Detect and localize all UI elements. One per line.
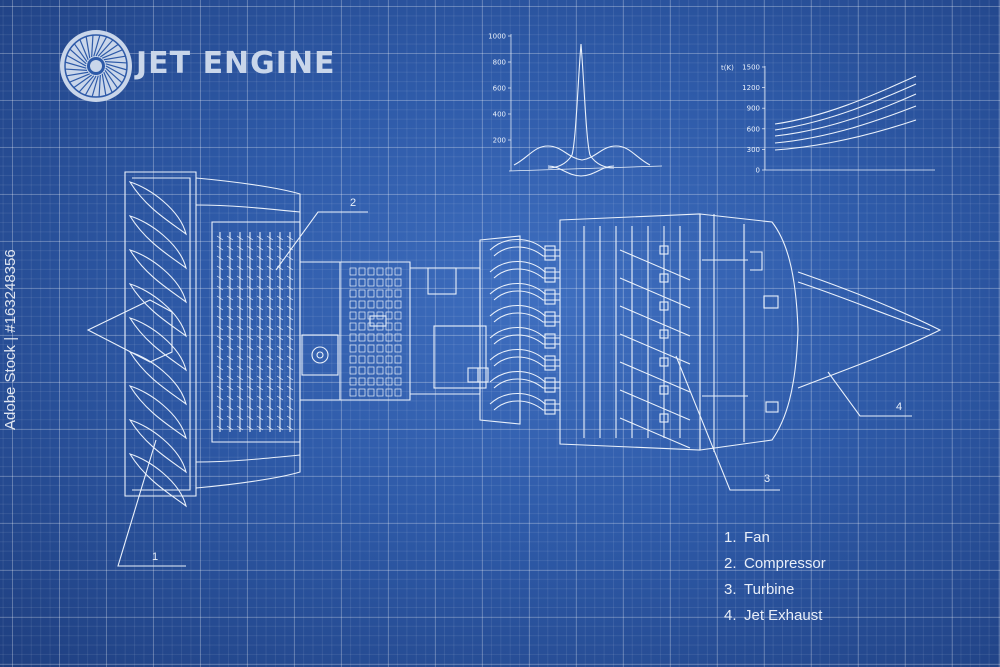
compressor-gearbox: [301, 334, 339, 376]
chart-left-tick-label: 1000: [488, 33, 506, 41]
stock-watermark: Adobe Stock | #163248356: [2, 249, 19, 430]
turbine: [559, 213, 799, 452]
fan-assembly: [86, 171, 197, 508]
chart-left-tick-label: 800: [493, 59, 506, 67]
combustion-pipes: [489, 239, 560, 415]
callout-2-label: 2: [350, 197, 356, 209]
chart-left-tick-label: 200: [493, 137, 506, 145]
chart-right-ylabel: t(K): [721, 64, 734, 72]
turbofan-logo-icon: [60, 30, 132, 102]
fan-spinner-cone: [86, 299, 173, 363]
callout-3: 3: [675, 355, 780, 491]
chart-right-tick-label: 300: [747, 146, 760, 154]
chart-temperature: t(K) 1500 1200 900 600 300 0: [721, 64, 935, 175]
core-section: [340, 235, 521, 425]
callout-1-label: 1: [152, 551, 158, 563]
chart-right-tick-label: 900: [747, 105, 760, 113]
chart-right-tick-label: 1200: [742, 84, 760, 92]
chart-left-tick-label: 400: [493, 111, 506, 119]
callout-4-label: 4: [896, 401, 902, 413]
chart-left-tick-label: 600: [493, 85, 506, 93]
page-title: JET ENGINE: [136, 46, 336, 81]
chart-left-series-c: [547, 165, 615, 177]
chart-right-tick-label: 1500: [742, 64, 760, 72]
parts-legend: 1.Fan 2.Compressor 3.Turbine 4.Jet Exhau…: [724, 528, 826, 632]
fan-casing: [124, 171, 197, 497]
chart-right-tick-label: 0: [756, 167, 760, 175]
legend-item-jet-exhaust: 4.Jet Exhaust: [724, 607, 823, 624]
chart-right-tick-label: 600: [747, 125, 760, 133]
callout-4: 4: [827, 371, 912, 417]
legend-item-fan: 1.Fan: [724, 529, 770, 546]
callout-2: 2: [275, 197, 368, 271]
legend-item-turbine: 3.Turbine: [724, 581, 795, 598]
chart-left-x-axis: [508, 165, 663, 172]
callout-1: 1: [117, 439, 186, 567]
legend-item-compressor: 2.Compressor: [724, 555, 826, 572]
chart-left-series-a: [513, 145, 651, 166]
jet-exhaust-cone: [797, 271, 942, 389]
compressor: [211, 221, 341, 443]
chart-distribution: 1000 800 600 400 200: [488, 33, 663, 177]
chart-left-series-b: [547, 43, 615, 169]
callout-3-label: 3: [764, 473, 770, 485]
